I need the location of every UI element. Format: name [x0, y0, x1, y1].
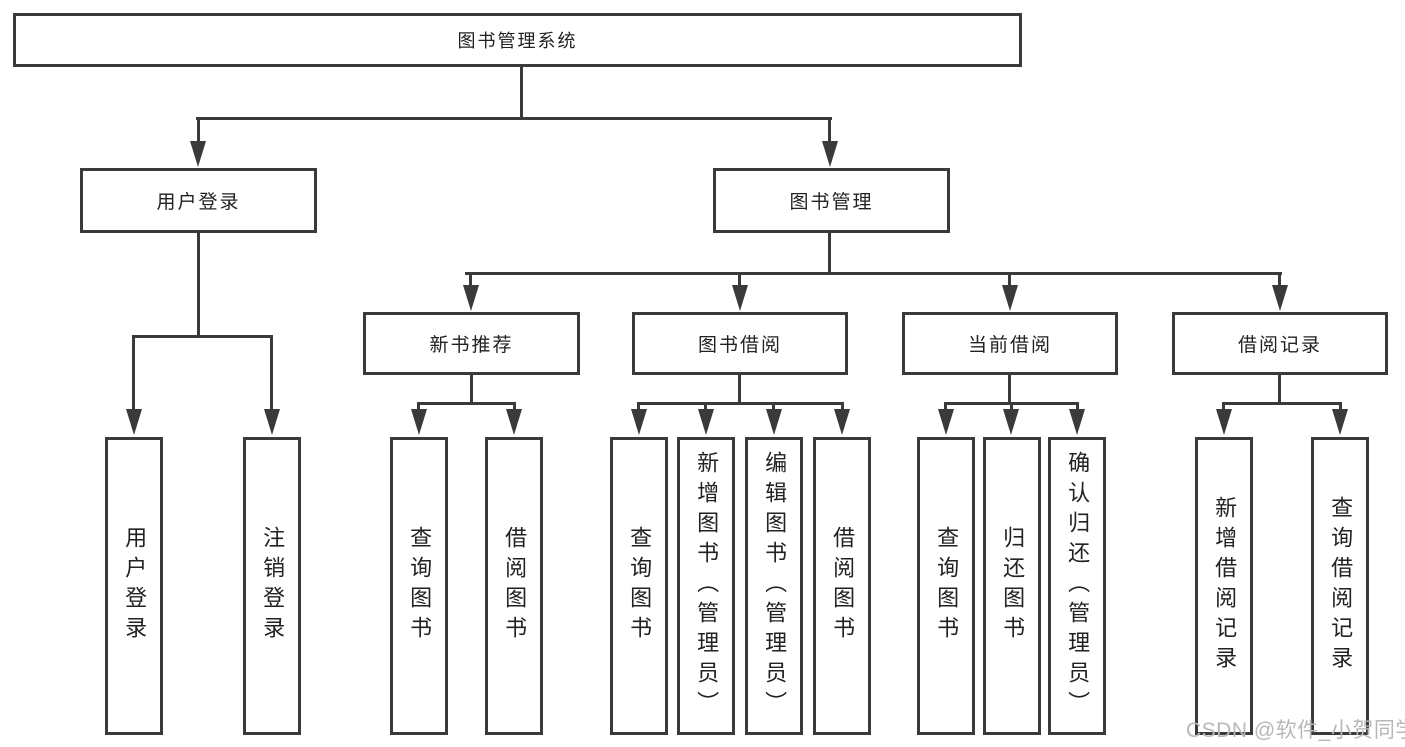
leaf-rec-borrow-book: 借阅图书 [485, 437, 543, 735]
node-user-login: 用户登录 [80, 168, 317, 233]
arrow-to-rec-borrow-book-shaft [513, 402, 516, 412]
arrow-to-leaf-user-login-shaft [132, 335, 135, 411]
leaf-borrow-borrow-book: 借阅图书 [813, 437, 871, 735]
leaf-user-login-label: 用户登录 [122, 526, 148, 646]
leaf-current-return-book: 归还图书 [983, 437, 1041, 735]
arrow-to-borrow-borrow-book-shaft [841, 402, 844, 412]
arrow-to-user-login-head-icon [190, 141, 206, 167]
leaf-current-return-book-label: 归还图书 [1000, 526, 1026, 646]
node-root-label: 图书管理系统 [457, 31, 578, 51]
arrow-to-current-borrow-head-icon [1002, 285, 1018, 311]
arrow-to-record-query-record-head-icon [1332, 409, 1348, 435]
connector-book-borrow-rail [637, 402, 844, 405]
leaf-current-confirm-return-admin: 确认归还（管理员） [1048, 437, 1106, 735]
connector-user-login-stem [197, 233, 200, 337]
node-borrow-record: 借阅记录 [1172, 312, 1388, 375]
arrow-to-borrow-edit-book-shaft [772, 402, 775, 412]
connector-level2-rail [196, 117, 832, 120]
leaf-current-query-book: 查询图书 [917, 437, 975, 735]
watermark: CSDN @软件_小贺同学 [1186, 719, 1405, 742]
leaf-rec-query-book: 查询图书 [390, 437, 448, 735]
arrow-to-current-borrow-shaft [1008, 272, 1011, 287]
node-new-book-rec: 新书推荐 [363, 312, 580, 375]
arrow-to-borrow-add-book-shaft [704, 402, 707, 412]
leaf-user-login: 用户登录 [105, 437, 163, 735]
arrow-to-new-book-rec-shaft [469, 272, 472, 287]
leaf-record-query-record: 查询借阅记录 [1311, 437, 1369, 735]
arrow-to-current-return-book-shaft [1010, 402, 1013, 412]
connector-borrow-record-stem [1278, 375, 1281, 404]
arrow-to-leaf-user-login-head-icon [126, 409, 142, 435]
arrow-to-current-return-book-head-icon [1003, 409, 1019, 435]
connector-level3-rail [465, 272, 1282, 275]
node-root: 图书管理系统 [13, 13, 1022, 67]
node-book-mgmt-label: 图书管理 [789, 192, 874, 213]
leaf-record-add-record-label: 新增借阅记录 [1212, 496, 1238, 676]
leaf-borrow-query-book: 查询图书 [610, 437, 668, 735]
node-current-borrow: 当前借阅 [902, 312, 1118, 375]
node-current-borrow-label: 当前借阅 [967, 335, 1052, 356]
node-borrow-record-label: 借阅记录 [1237, 335, 1322, 356]
arrow-to-rec-query-book-shaft [417, 402, 420, 412]
leaf-logout: 注销登录 [243, 437, 301, 735]
arrow-to-borrow-borrow-book-head-icon [834, 409, 850, 435]
node-book-mgmt: 图书管理 [713, 168, 950, 233]
arrow-to-current-confirm-return-shaft [1076, 402, 1079, 412]
arrow-to-leaf-logout-head-icon [264, 409, 280, 435]
arrow-to-borrow-record-shaft [1278, 272, 1281, 287]
leaf-record-query-record-label: 查询借阅记录 [1328, 496, 1354, 676]
connector-current-borrow-stem [1008, 375, 1011, 404]
arrow-to-book-mgmt-head-icon [822, 141, 838, 167]
connector-user-login-rail [132, 335, 273, 338]
connector-book-mgmt-stem [828, 233, 831, 274]
connector-borrow-record-rail [1222, 402, 1342, 405]
leaf-rec-query-book-label: 查询图书 [407, 526, 433, 646]
arrow-to-borrow-record-head-icon [1272, 285, 1288, 311]
arrow-to-book-mgmt-shaft [828, 117, 831, 143]
leaf-borrow-add-book-admin-label: 新增图书（管理员） [694, 451, 720, 721]
arrow-to-book-borrow-shaft [738, 272, 741, 287]
arrow-to-leaf-logout-shaft [270, 335, 273, 411]
arrow-to-record-add-record-shaft [1222, 402, 1225, 412]
connector-new-book-rec-rail [417, 402, 516, 405]
connector-new-book-rec-stem [470, 375, 473, 404]
arrow-to-rec-borrow-book-head-icon [506, 409, 522, 435]
leaf-borrow-edit-book-admin-label: 编辑图书（管理员） [762, 451, 788, 721]
leaf-current-query-book-label: 查询图书 [934, 526, 960, 646]
leaf-record-add-record: 新增借阅记录 [1195, 437, 1253, 735]
node-new-book-rec-label: 新书推荐 [429, 335, 514, 356]
node-book-borrow: 图书借阅 [632, 312, 848, 375]
connector-root-stem [520, 67, 523, 119]
leaf-rec-borrow-book-label: 借阅图书 [502, 526, 528, 646]
leaf-logout-label: 注销登录 [260, 526, 286, 646]
arrow-to-book-borrow-head-icon [732, 285, 748, 311]
leaf-borrow-edit-book-admin: 编辑图书（管理员） [745, 437, 803, 735]
arrow-to-current-confirm-return-head-icon [1069, 409, 1085, 435]
leaf-current-confirm-return-admin-label: 确认归还（管理员） [1065, 451, 1091, 721]
arrow-to-record-query-record-shaft [1339, 402, 1342, 412]
arrow-to-user-login-shaft [197, 117, 200, 143]
leaf-borrow-borrow-book-label: 借阅图书 [830, 526, 856, 646]
arrow-to-current-query-book-shaft [944, 402, 947, 412]
node-book-borrow-label: 图书借阅 [697, 335, 782, 356]
arrow-to-record-add-record-head-icon [1216, 409, 1232, 435]
arrow-to-borrow-edit-book-head-icon [766, 409, 782, 435]
node-user-login-label: 用户登录 [156, 192, 241, 213]
connector-book-borrow-stem [738, 375, 741, 404]
arrow-to-rec-query-book-head-icon [411, 409, 427, 435]
arrow-to-borrow-add-book-head-icon [698, 409, 714, 435]
arrow-to-new-book-rec-head-icon [463, 285, 479, 311]
leaf-borrow-add-book-admin: 新增图书（管理员） [677, 437, 735, 735]
arrow-to-borrow-query-book-shaft [637, 402, 640, 412]
arrow-to-borrow-query-book-head-icon [631, 409, 647, 435]
arrow-to-current-query-book-head-icon [938, 409, 954, 435]
leaf-borrow-query-book-label: 查询图书 [627, 526, 653, 646]
